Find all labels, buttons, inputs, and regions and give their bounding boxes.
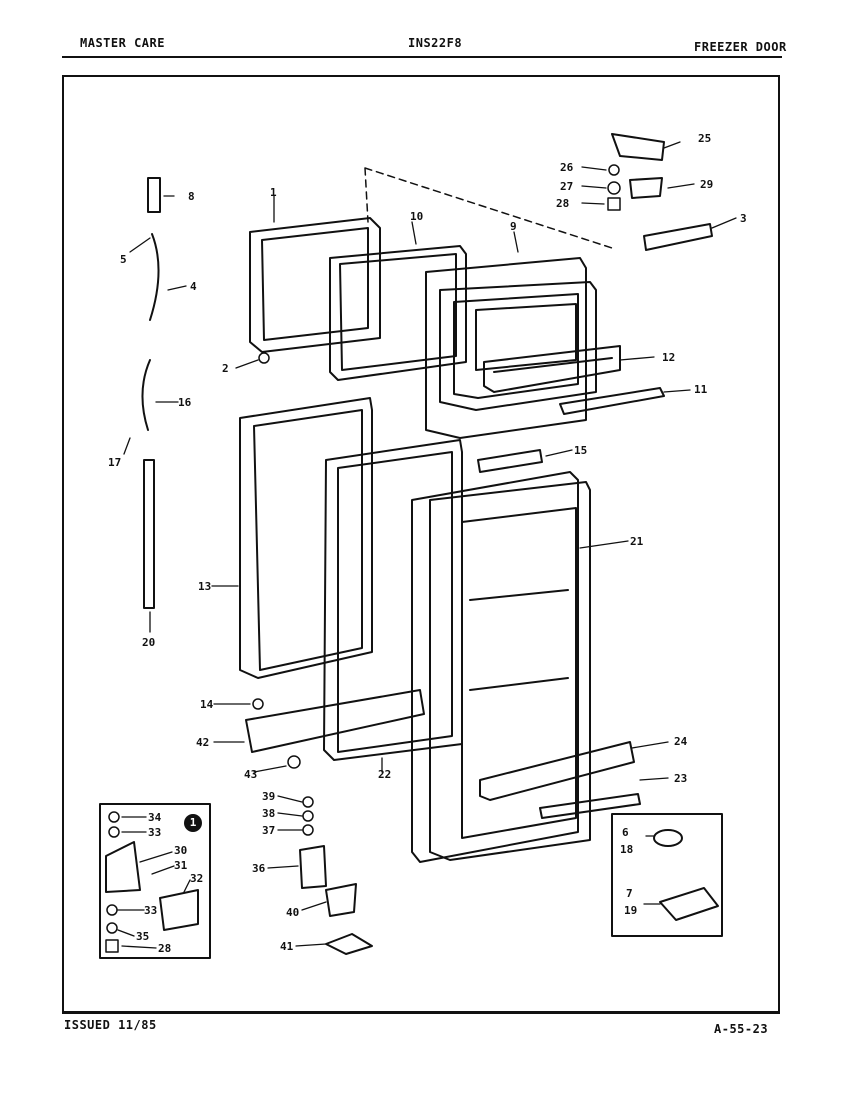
upper-door-panel-part xyxy=(249,217,381,353)
callout-43: 43 xyxy=(244,768,257,781)
accessory-box xyxy=(611,813,723,937)
fasteners xyxy=(105,164,621,953)
callout-2: 2 xyxy=(222,362,229,375)
callout-23: 23 xyxy=(674,772,687,785)
lower-door-panel-part xyxy=(239,397,373,679)
shim-29-part xyxy=(629,177,663,199)
callout-41: 41 xyxy=(280,940,294,953)
inset-marker-icon: 1 xyxy=(184,814,202,832)
assembly-dashed-line xyxy=(364,167,613,249)
footer-page-ref: A-55-23 xyxy=(714,1022,769,1036)
callout-12: 12 xyxy=(662,351,675,364)
callout-1: 1 xyxy=(270,186,277,199)
header-brand: MASTER CARE xyxy=(80,36,165,50)
callout-33: 33 xyxy=(148,826,161,839)
strip-8-part xyxy=(147,177,161,213)
callout-25: 25 xyxy=(698,132,711,145)
strap-16-part xyxy=(141,359,151,431)
footer-issued: ISSUED 11/85 xyxy=(64,1018,157,1032)
bottom-trim-part xyxy=(245,689,425,753)
callout-15: 15 xyxy=(574,444,587,457)
inset-bracket-part xyxy=(159,889,199,931)
callout-4: 4 xyxy=(190,280,197,293)
callout-28: 28 xyxy=(556,197,569,210)
header-model: INS22F8 xyxy=(408,36,463,50)
hinge-plate-25-part xyxy=(611,133,665,161)
callout-36: 36 xyxy=(252,862,266,875)
upper-door-liner-part xyxy=(425,257,597,439)
callout-29: 29 xyxy=(700,178,713,191)
upper-shelf-part xyxy=(483,345,621,393)
callout-26: 26 xyxy=(560,161,574,174)
bracket-40-part xyxy=(325,883,357,917)
retainer-bar-part xyxy=(559,387,665,415)
strip-20-part xyxy=(143,459,155,609)
callout-18: 18 xyxy=(620,843,633,856)
callout-31: 31 xyxy=(174,859,188,872)
upper-gasket-part xyxy=(329,245,467,381)
header-section: FREEZER DOOR xyxy=(694,40,787,54)
footer-rule xyxy=(62,1012,780,1014)
lower-shelf-24-part xyxy=(479,741,635,801)
hinge-cover-3-part xyxy=(643,223,713,251)
callout-6: 6 xyxy=(622,826,629,839)
callout-28b: 28 xyxy=(158,942,171,955)
callout-14: 14 xyxy=(200,698,214,711)
callout-34: 34 xyxy=(148,811,162,824)
callout-16: 16 xyxy=(178,396,192,409)
callout-7: 7 xyxy=(626,887,633,900)
callout-30: 30 xyxy=(174,844,187,857)
bracket-7-part xyxy=(659,887,719,921)
callout-19: 19 xyxy=(624,904,637,917)
callout-35: 35 xyxy=(136,930,149,943)
callout-9: 9 xyxy=(510,220,517,233)
callout-33b: 33 xyxy=(144,904,157,917)
callout-10: 10 xyxy=(410,210,423,223)
callout-20: 20 xyxy=(142,636,155,649)
callout-17: 17 xyxy=(108,456,121,469)
callout-5: 5 xyxy=(120,253,127,266)
bushing-part xyxy=(653,829,683,847)
callout-13: 13 xyxy=(198,580,211,593)
hinge-36-part xyxy=(299,845,327,889)
callout-40: 40 xyxy=(286,906,299,919)
callout-22: 22 xyxy=(378,768,391,781)
hinge-cover-15-part xyxy=(477,449,543,473)
inset-hinge-part xyxy=(105,841,141,893)
retainer-bar-23-part xyxy=(539,793,641,819)
callout-3: 3 xyxy=(740,212,747,225)
leader-lines xyxy=(117,141,737,949)
callout-42: 42 xyxy=(196,736,209,749)
callout-32: 32 xyxy=(190,872,203,885)
callout-38: 38 xyxy=(262,807,275,820)
callout-21: 21 xyxy=(630,535,644,548)
strap-4-part xyxy=(149,233,160,321)
callout-39: 39 xyxy=(262,790,275,803)
callout-8: 8 xyxy=(188,190,195,203)
hinge-detail-inset xyxy=(99,803,211,959)
callout-27: 27 xyxy=(560,180,573,193)
callout-24: 24 xyxy=(674,735,688,748)
plate-41-part xyxy=(325,933,373,955)
callout-37: 37 xyxy=(262,824,275,837)
header-rule xyxy=(62,56,782,58)
lower-door-liner-part xyxy=(411,471,591,863)
callout-11: 11 xyxy=(694,383,708,396)
